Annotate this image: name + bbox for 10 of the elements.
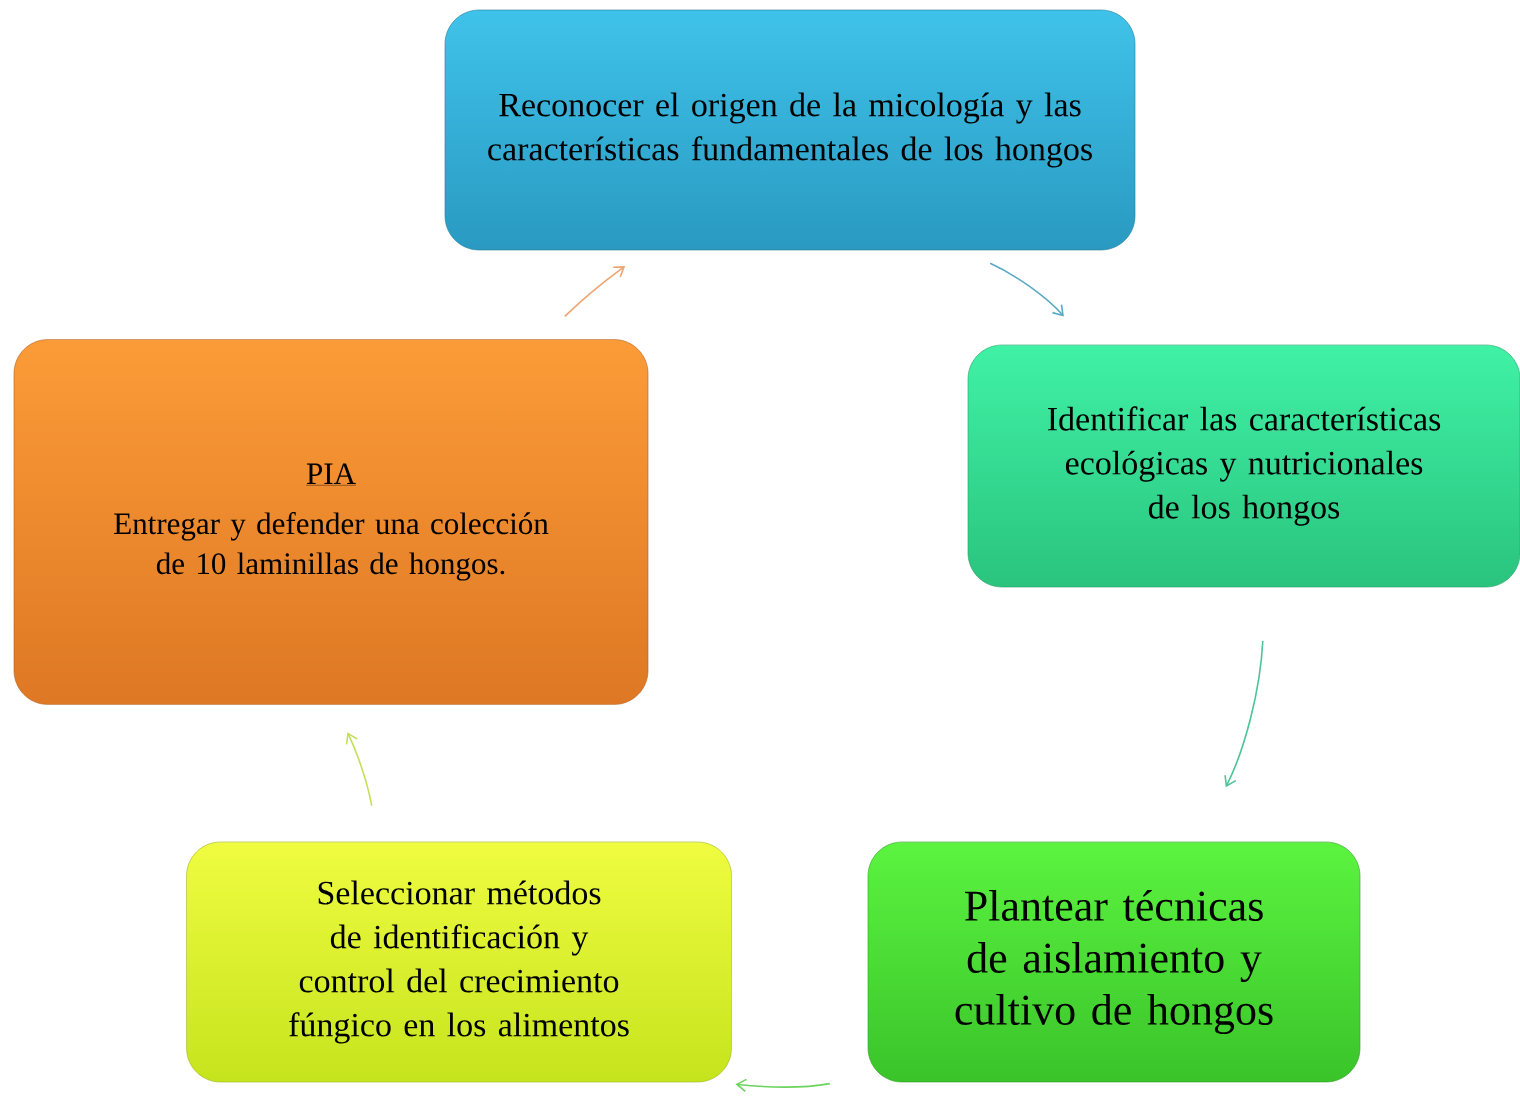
arrow	[1224, 640, 1264, 788]
arrow	[345, 732, 373, 807]
process-box: Plantear técnicas de aislamiento y cultivo de hongos	[867, 841, 1361, 1083]
process-box: Seleccionar métodos de identificación y control del crecimiento fúngico en los alimentos	[186, 841, 732, 1083]
arrow	[989, 262, 1064, 317]
process-box: Reconocer el origen de la micología y las características fundamentales de los hongos	[444, 9, 1136, 251]
process-box: PIA Entregar y defender una colección de 10 laminillas de hongos.	[13, 339, 649, 705]
arrow	[563, 266, 626, 318]
arrow	[735, 1078, 831, 1093]
process-box: Identificar las características ecológicas y nutricionales de los hongos	[967, 344, 1520, 588]
